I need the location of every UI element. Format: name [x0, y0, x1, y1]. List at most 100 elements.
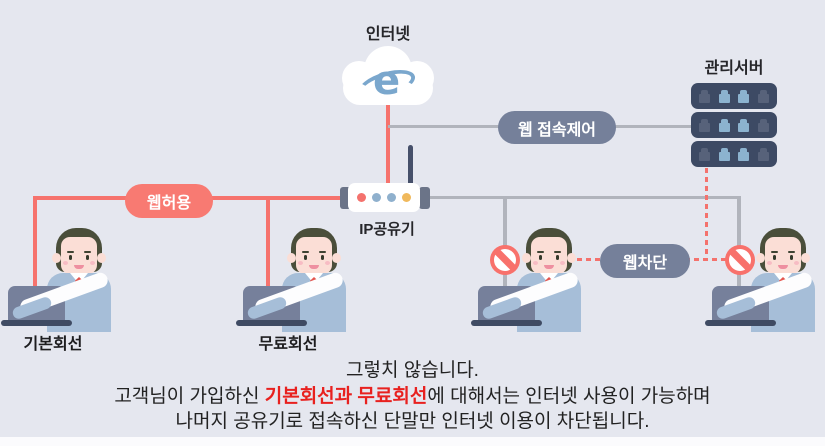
server-port-icon	[738, 148, 750, 161]
laptop-base	[471, 320, 542, 326]
no-entry-icon	[490, 245, 520, 275]
caption-line2-prefix: 고객님이 가입하신	[114, 385, 265, 407]
ear	[287, 253, 296, 263]
server-unit	[691, 141, 777, 167]
router-label: IP공유기	[359, 221, 415, 238]
blush	[298, 261, 303, 265]
server-port-icon	[757, 119, 769, 132]
server-label: 관리서버	[704, 60, 764, 77]
caption-line2-suffix: 에 대해서는 인터넷 사용이 가능하며	[427, 385, 711, 407]
eye	[539, 255, 542, 260]
line-drop-user3	[503, 196, 507, 292]
caption: 그렇치 않습니다. 고객님이 가입하신 기본회선과 무료회선에 대해서는 인터넷…	[0, 358, 825, 435]
mouth	[74, 265, 84, 269]
blush	[533, 261, 538, 265]
user-blocked-1: kt	[471, 228, 608, 358]
ear	[756, 253, 765, 263]
router-led	[402, 193, 411, 202]
ear	[97, 253, 106, 263]
user-blocked-2: kt	[705, 228, 825, 358]
internet-label: 인터넷	[365, 26, 411, 43]
eyebrow	[67, 251, 74, 253]
laptop-base	[1, 320, 72, 326]
dotted-line-server-down	[705, 168, 708, 260]
line-cloud-to-router	[386, 100, 390, 185]
server-port-icon	[757, 148, 769, 161]
eyebrow	[302, 251, 309, 253]
eyebrow	[554, 251, 561, 253]
server-port-icon	[738, 119, 750, 132]
wifi-router-icon	[340, 145, 430, 215]
ear	[522, 253, 531, 263]
mouth	[544, 265, 554, 269]
face	[296, 237, 332, 274]
router-cap	[340, 187, 351, 209]
eyebrow	[319, 251, 326, 253]
face	[765, 237, 801, 274]
blush	[90, 261, 95, 265]
server-port-icon	[718, 148, 730, 161]
line-label-free: 무료회선	[258, 336, 318, 353]
server-port-icon	[718, 119, 730, 132]
server-port-icon	[699, 119, 711, 132]
badge-web-block: 웹차단	[600, 244, 690, 278]
eye	[304, 255, 307, 260]
mouth	[309, 265, 319, 269]
ear	[332, 253, 341, 263]
router-antenna	[408, 145, 413, 189]
server-port-icon	[757, 90, 769, 103]
caption-line3: 나머지 공유기로 접속하신 단말만 인터넷 이용이 차단됩니다.	[175, 411, 650, 432]
line-drop-user4	[737, 196, 741, 290]
eye	[790, 255, 793, 260]
caption-line1: 그렇치 않습니다.	[346, 360, 479, 381]
ear	[52, 253, 61, 263]
blush	[63, 261, 68, 265]
router-led	[387, 193, 396, 202]
eyebrow	[84, 251, 91, 253]
caption-line2: 고객님이 가입하신 기본회선과 무료회선에 대해서는 인터넷 사용이 가능하며	[0, 384, 825, 410]
laptop-base	[705, 320, 776, 326]
face	[531, 237, 567, 274]
server-unit	[691, 83, 777, 109]
cloud-base	[343, 71, 433, 105]
ear	[567, 253, 576, 263]
badge-web-access-control: 웹 접속제어	[498, 111, 616, 144]
cloud-icon: e	[340, 46, 436, 106]
eye	[321, 255, 324, 260]
no-entry-icon	[725, 245, 755, 275]
eyebrow	[788, 251, 795, 253]
eyebrow	[771, 251, 778, 253]
eyebrow	[537, 251, 544, 253]
person-icon	[715, 228, 825, 332]
mouth	[778, 265, 788, 269]
eye	[556, 255, 559, 260]
eye	[773, 255, 776, 260]
caption-line2-highlight: 기본회선과 무료회선	[264, 385, 428, 407]
blush	[794, 261, 799, 265]
server-port-icon	[738, 90, 750, 103]
bottom-strip	[0, 437, 825, 446]
person-icon	[246, 228, 371, 332]
line-block-bus	[428, 196, 741, 199]
blush	[767, 261, 772, 265]
router-led	[372, 193, 381, 202]
line-label-basic: 기본회선	[23, 336, 83, 353]
router-cap	[419, 187, 430, 209]
ie-logo-icon: e	[373, 58, 401, 104]
eye	[69, 255, 72, 260]
server-unit	[691, 112, 777, 138]
router-led	[357, 193, 366, 202]
user-free-line: kt 무료회선	[236, 228, 373, 358]
user-basic-line: kt 기본회선	[1, 228, 138, 358]
face	[61, 237, 97, 274]
person-icon	[11, 228, 136, 332]
blush	[560, 261, 565, 265]
laptop-base	[236, 320, 307, 326]
line-drop-user1	[33, 196, 37, 291]
ear	[801, 253, 810, 263]
server-port-icon	[718, 90, 730, 103]
server-rack-icon	[691, 83, 777, 169]
eye	[86, 255, 89, 260]
router-body	[348, 183, 420, 212]
